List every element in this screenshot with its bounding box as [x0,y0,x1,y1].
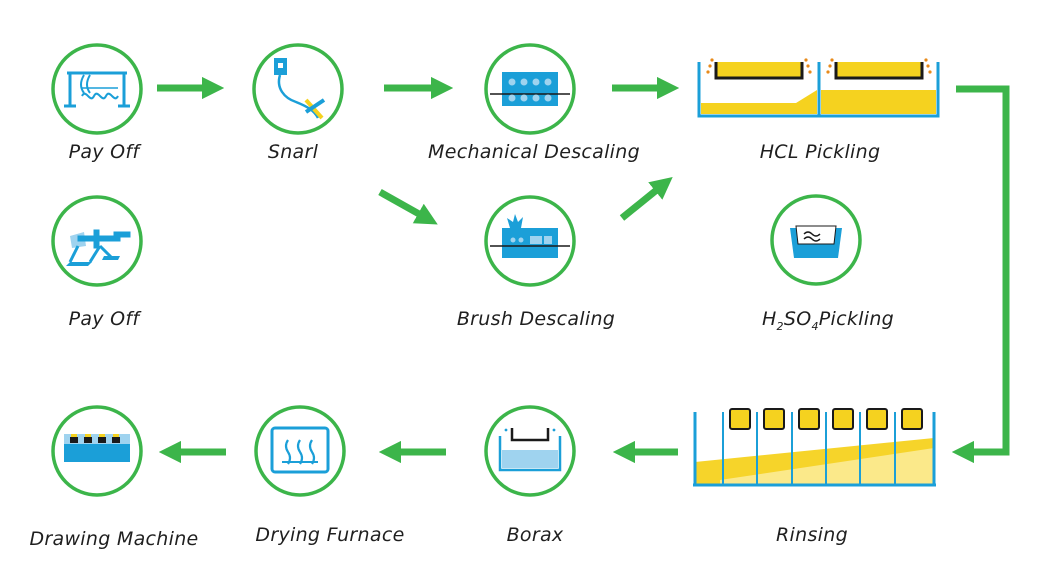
drawing-machine-icon [51,405,143,497]
rinsing-tanks-icon [693,408,936,487]
drying-furnace-icon [254,405,346,497]
label-h2so4-pickling: H2SO4Pickling [761,308,895,333]
pay-off-reel-icon [51,43,143,135]
label-pay-off: Pay Off [68,141,140,163]
brush-descaling-icon [484,195,576,287]
label-snarl: Snarl [267,141,319,163]
label-brush-descaling: Brush Descaling [456,308,616,330]
label-borax: Borax [506,524,564,546]
label-mechanical-descaling: Mechanical Descaling [428,141,640,163]
arrow-hcl-to-rinsing [951,85,1010,464]
pay-off-stand-icon [51,195,143,287]
label-drawing-machine: Drawing Machine [29,528,199,550]
label-pay-off-2: Pay Off [68,308,140,330]
arrow-snarl-to-brush [378,188,438,225]
label-drying-furnace: Drying Furnace [255,524,405,546]
mechanical-descaling-icon [484,43,576,135]
snarl-icon [252,43,344,135]
h2so4-pickling-icon [770,194,862,286]
borax-tank-icon [484,405,576,497]
label-rinsing: Rinsing [776,524,848,546]
flow-arrows [157,76,1010,464]
hcl-pickling-tanks-icon [697,58,940,118]
label-hcl-pickling: HCL Pickling [759,141,881,163]
arrow-brush-to-hcl [619,176,673,221]
